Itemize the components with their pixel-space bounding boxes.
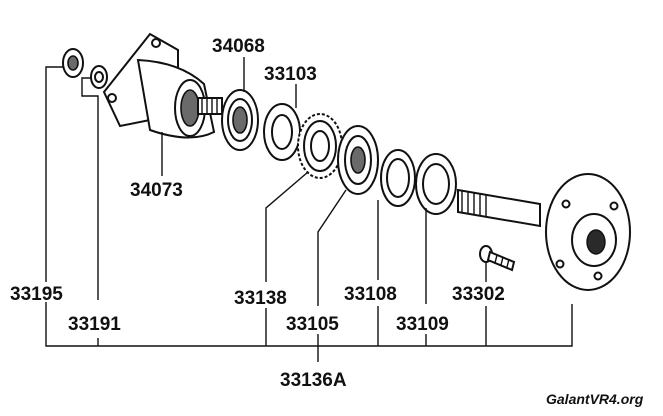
label-33138: 33138: [234, 288, 287, 309]
axle-shaft-flange: [457, 173, 631, 291]
label-33105: 33105: [286, 314, 339, 335]
nut-part-33195: [62, 48, 84, 78]
leader-lines: [45, 57, 573, 362]
seal-part-33103: [263, 103, 301, 161]
spacer-part-33108: [380, 149, 416, 207]
label-34073: 34073: [130, 180, 183, 201]
label-33195: 33195: [10, 284, 63, 305]
label-33109: 33109: [396, 314, 449, 335]
label-33191: 33191: [68, 314, 121, 335]
washer-part-33191: [90, 65, 108, 89]
site-watermark: GalantVR4.org: [546, 391, 644, 407]
seal-ring-part-33109: [415, 153, 457, 215]
tone-ring-part-33138: [297, 113, 343, 179]
bolt-part-33302: [479, 245, 516, 272]
label-33136A: 33136A: [280, 370, 347, 391]
label-34068: 34068: [212, 36, 265, 57]
label-33103: 33103: [264, 64, 317, 85]
label-33108: 33108: [344, 284, 397, 305]
oil-seal-part-34068: [221, 89, 259, 151]
bearing-part-33105: [337, 125, 379, 195]
label-33302: 33302: [452, 284, 505, 305]
housing-part-34073: [102, 32, 223, 139]
part-number-labels: 34068 33103 34073 33195 33191 33138 3310…: [10, 36, 505, 391]
